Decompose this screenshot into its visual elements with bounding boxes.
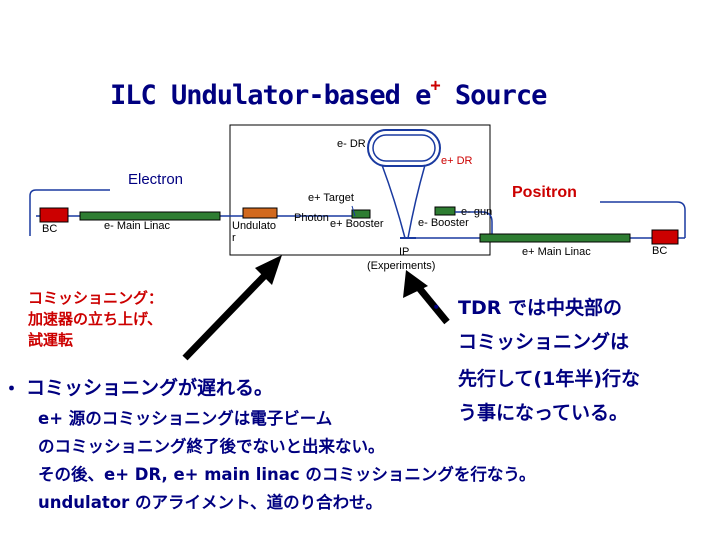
undulator-block: [242, 207, 278, 219]
arrow-shaft-left: [182, 265, 275, 361]
arrow-head-right: [403, 270, 428, 298]
arrow-to-center: [403, 270, 450, 325]
positron-return-line: [600, 201, 686, 238]
photon-label: Photon: [294, 212, 329, 224]
e-plus-main-linac-block: [479, 233, 631, 243]
dr-transfer-line-right: [407, 164, 426, 239]
body-line-1: e+ 源のコミッショニングは電子ビーム: [38, 409, 333, 428]
e-plus-main-linac-label: e+ Main Linac: [522, 246, 591, 258]
e-plus-booster-block: [351, 209, 371, 219]
e-gun-label: e- gun: [461, 206, 493, 218]
e-plus-dr-label: e+ DR: [441, 155, 473, 167]
ip-label: IP: [399, 246, 410, 258]
target-tick: [351, 205, 356, 217]
bc-left-label: BC: [42, 223, 58, 235]
e-main-linac-label: e- Main Linac: [104, 220, 171, 232]
body-line-2: のコミッショニング終了後でないと出来ない。: [38, 437, 385, 456]
electron-label: Electron: [128, 171, 184, 188]
arrow-head-left: [255, 255, 282, 285]
e-main-linac-block: [79, 211, 221, 221]
commissioning-label-line-2: 加速器の立ち上げ、: [28, 310, 162, 328]
damping-ring-outer: [367, 129, 441, 167]
page-title: ILC Undulator-based e+ Source: [110, 76, 547, 111]
electron-return-line: [29, 189, 110, 236]
bc-right-block: [651, 229, 679, 245]
tdr-line-4: う事になっている。: [458, 402, 629, 424]
tdr-line-2: コミッショニングは: [458, 331, 630, 353]
e-plus-booster-label: e+ Booster: [330, 218, 384, 230]
undulator-label: Undulato r: [232, 220, 277, 244]
dr-transfer-line-left: [381, 164, 406, 239]
bc-right-label: BC: [652, 245, 668, 257]
delay-line: コミッショニングが遅れる。: [26, 377, 274, 399]
positron-label: Positron: [512, 184, 577, 201]
commissioning-label-line-3: 試運転: [28, 331, 74, 349]
experiments-label: (Experiments): [367, 260, 436, 272]
body-line-3: その後、e+ DR, e+ main linac のコミッショニングを行なう。: [38, 465, 536, 484]
e-gun-line: [455, 211, 493, 238]
e-dr-label: e- DR: [337, 138, 366, 150]
tdr-line-1: TDR では中央部の: [458, 297, 622, 319]
e-plus-target-label: e+ Target: [308, 192, 354, 204]
tdr-line-3: 先行して(1年半)行な: [458, 368, 641, 390]
commissioning-label-line-1: コミッショニング：: [28, 289, 164, 307]
bc-left-block: [39, 207, 69, 223]
arrow-to-undulator: [182, 255, 282, 361]
damping-ring-inner: [372, 134, 436, 162]
body-line-4: undulator のアライメント、道のり合わせ。: [38, 493, 383, 512]
tdr-bullet: ・: [428, 298, 445, 317]
delay-bullet: ・: [2, 378, 22, 400]
e-booster-label: e- Booster: [418, 217, 469, 229]
central-region-box: [229, 124, 491, 256]
e-booster-block: [434, 206, 456, 216]
